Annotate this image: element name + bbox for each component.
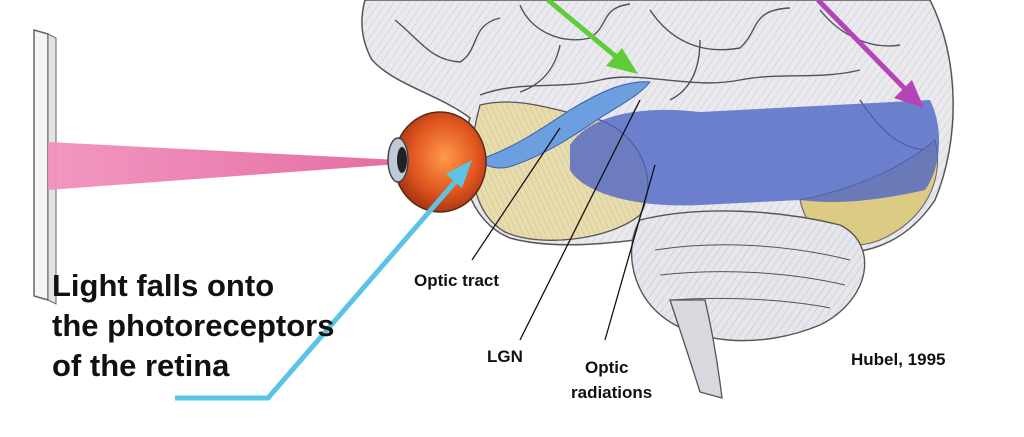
eye: [387, 111, 487, 213]
optic-tract-ribbon: [476, 81, 651, 169]
brain-illustration: [361, 0, 954, 399]
label-optic-radiations-line2: radiations: [571, 383, 653, 402]
caption-line: Light falls onto: [52, 268, 275, 303]
light-cone: [48, 142, 398, 190]
brain-stem: [669, 299, 723, 399]
label-leader-lines: [471, 99, 656, 341]
label-optic-tract: Optic tract: [414, 271, 500, 290]
citation: Hubel, 1995: [851, 350, 946, 369]
label-optic-radiations-line1: Optic: [585, 358, 629, 377]
caption-line: the photoreceptors: [52, 308, 335, 343]
green-arrow: [546, 0, 638, 74]
stimulus-screen: [33, 29, 57, 305]
cyan-arrow: [175, 160, 472, 401]
magenta-arrow: [816, 0, 924, 108]
caption-line: of the retina: [52, 348, 230, 383]
caption: Light falls onto the photoreceptors of t…: [52, 266, 334, 386]
label-lgn: LGN: [487, 347, 523, 366]
